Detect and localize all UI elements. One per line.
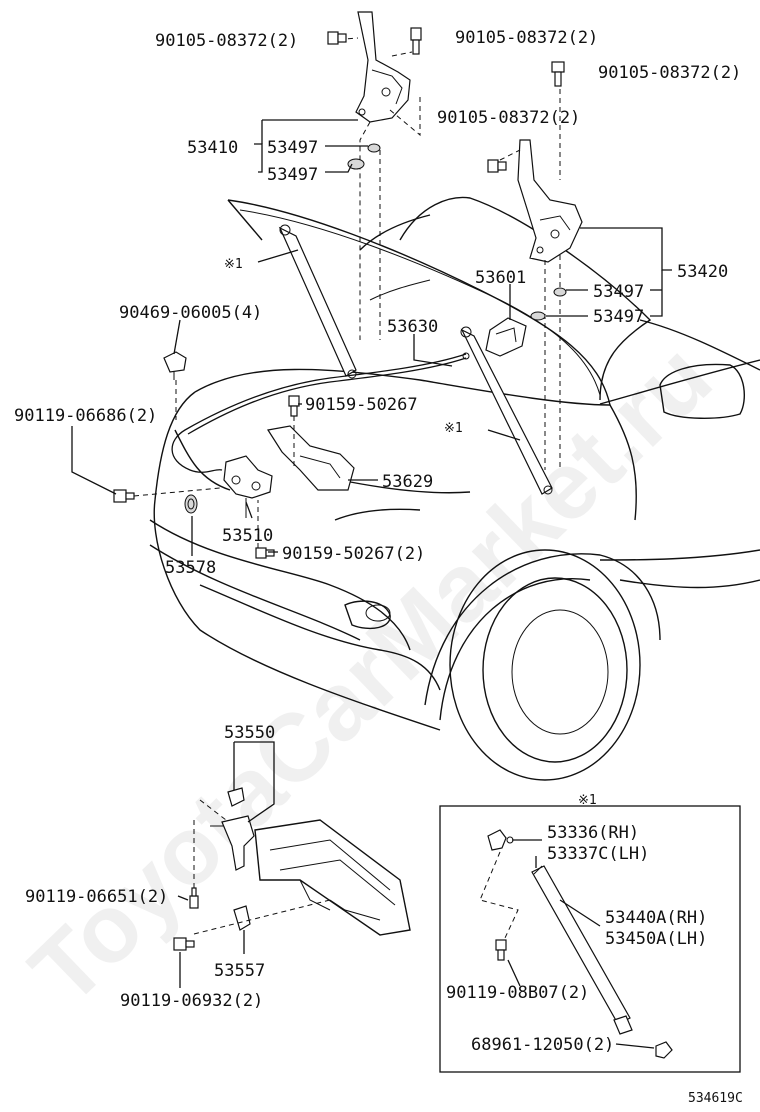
label-53550: 53550 [224, 723, 275, 743]
label-90119-a: 90119-06686(2) [14, 406, 157, 426]
label-90105-d: 90105-08372(2) [437, 108, 580, 128]
label-53420: 53420 [677, 262, 728, 282]
bolt-icon [288, 395, 300, 417]
vehicle-outline [149, 196, 760, 781]
label-inset-ref: ※1 [578, 793, 597, 808]
leader-lines [71, 119, 672, 1049]
label-90119-b: 90119-06651(2) [25, 887, 168, 907]
hood-hinge-right [487, 61, 583, 470]
label-53497-b: 53497 [267, 165, 318, 185]
label-53510: 53510 [222, 526, 273, 546]
hood-stay-right [460, 326, 553, 495]
hood-support-53601 [485, 317, 527, 357]
label-53497-a: 53497 [267, 138, 318, 158]
label-90105-b: 90105-08372(2) [455, 28, 598, 48]
label-90119-d: 90119-08B07(2) [446, 983, 589, 1003]
label-53630: 53630 [387, 317, 438, 337]
label-ref1-b: ※1 [444, 421, 463, 436]
label-90159-b: 90159-50267(2) [282, 544, 425, 564]
label-68961: 68961-12050(2) [471, 1035, 614, 1055]
label-53497-d: 53497 [593, 307, 644, 327]
hood-lock-support-53629 [267, 425, 355, 491]
label-53336: 53336(RH) [547, 823, 639, 843]
diagram-code: 534619C [688, 1091, 743, 1106]
label-53601: 53601 [475, 268, 526, 288]
stay-detail-inset [439, 805, 741, 1073]
label-90469: 90469-06005(4) [119, 303, 262, 323]
label-53440: 53440A(RH) [605, 908, 707, 928]
label-53578: 53578 [165, 558, 216, 578]
bolt-icon [410, 27, 422, 55]
bolt-icon [255, 547, 275, 559]
label-53337: 53337C(LH) [547, 844, 649, 864]
hood-hinge-left [327, 11, 422, 340]
hood-stay-left [278, 224, 357, 379]
part-labels: 90105-08372(2) 90105-08372(2) 90105-0837… [14, 28, 743, 1106]
label-53497-c: 53497 [593, 282, 644, 302]
label-53557: 53557 [214, 961, 265, 981]
label-53629: 53629 [382, 472, 433, 492]
hood-lock [223, 455, 273, 518]
release-cable [171, 352, 470, 473]
release-lever-assembly [173, 787, 411, 951]
label-90105-c: 90105-08372(2) [598, 63, 741, 83]
label-53410: 53410 [187, 138, 238, 158]
bolt-icon [327, 31, 347, 45]
label-90105-a: 90105-08372(2) [155, 31, 298, 51]
label-ref1-a: ※1 [224, 257, 243, 272]
label-53450: 53450A(LH) [605, 929, 707, 949]
bolt-icon [113, 489, 135, 503]
bolt-icon [551, 61, 565, 87]
clip-90469 [163, 351, 187, 420]
bolt-icon [487, 159, 507, 173]
cushion-53578 [184, 494, 198, 514]
label-90119-c: 90119-06932(2) [120, 991, 263, 1011]
label-90159-a: 90159-50267 [305, 395, 418, 415]
